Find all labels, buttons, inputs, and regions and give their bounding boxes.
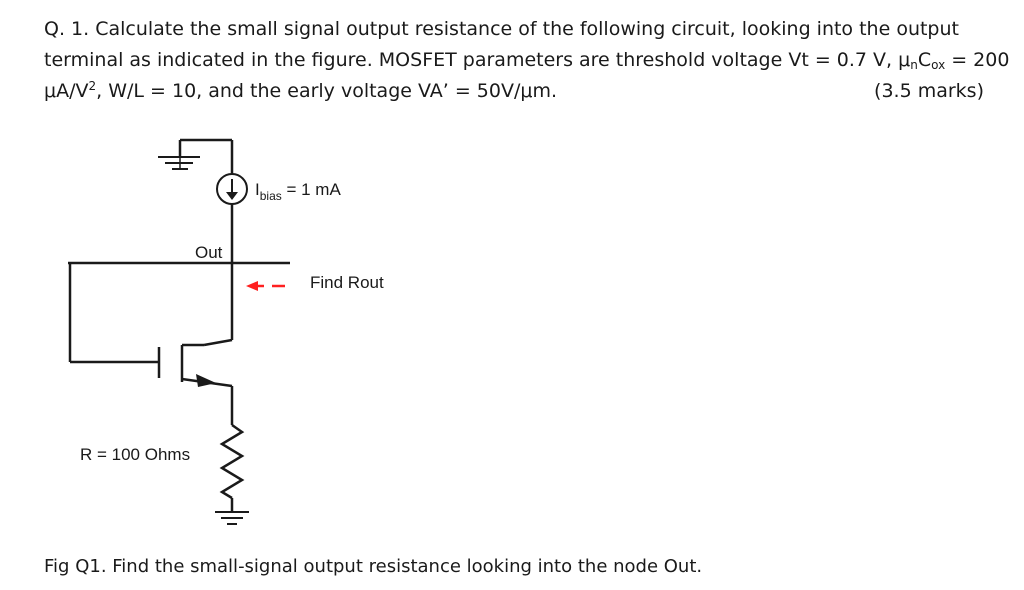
ibias-label: Ibias = 1 mA [255, 180, 341, 203]
find-rout-arrow [246, 281, 285, 291]
resistor-zigzag [219, 423, 245, 500]
cox-c: C [917, 49, 932, 71]
question-line-2-text: terminal as indicated in the figure. MOS… [44, 49, 911, 71]
mosfet-drain-link [203, 338, 233, 347]
mosfet-source-arrow [196, 374, 216, 387]
ibias-label-sub: bias [260, 189, 282, 203]
ibias-label-main: I [255, 180, 260, 199]
circuit-wires [68, 138, 290, 512]
marks-label: (3.5 marks) [874, 80, 984, 102]
unit-superscript: 2 [88, 79, 97, 93]
find-rout-label: Find Rout [310, 273, 384, 292]
mu-subscript-n: n [910, 58, 918, 72]
cox-subscript: ox [931, 58, 946, 72]
question-text: Q. 1. Calculate the small signal output … [44, 14, 1009, 107]
ibias-label-value: = 1 mA [282, 180, 342, 199]
question-line-3-text: , W/L = 10, and the early voltage VA’ = … [96, 80, 558, 102]
ground-icon-bottom [215, 511, 249, 525]
ground-icon-top [158, 140, 200, 170]
figure-caption: Fig Q1. Find the small-signal output res… [44, 556, 703, 577]
cox-value: = 200 [945, 49, 1010, 71]
out-node-label: Out [195, 243, 223, 262]
question-line-1: Q. 1. Calculate the small signal output … [44, 18, 959, 40]
resistor-label: R = 100 Ohms [80, 445, 190, 464]
question-line-2: terminal as indicated in the figure. MOS… [44, 45, 1009, 76]
question-line-3: μA/V2, W/L = 10, and the early voltage V… [44, 76, 984, 107]
unit-text: μA/V [44, 80, 89, 102]
current-source-icon [216, 173, 248, 205]
